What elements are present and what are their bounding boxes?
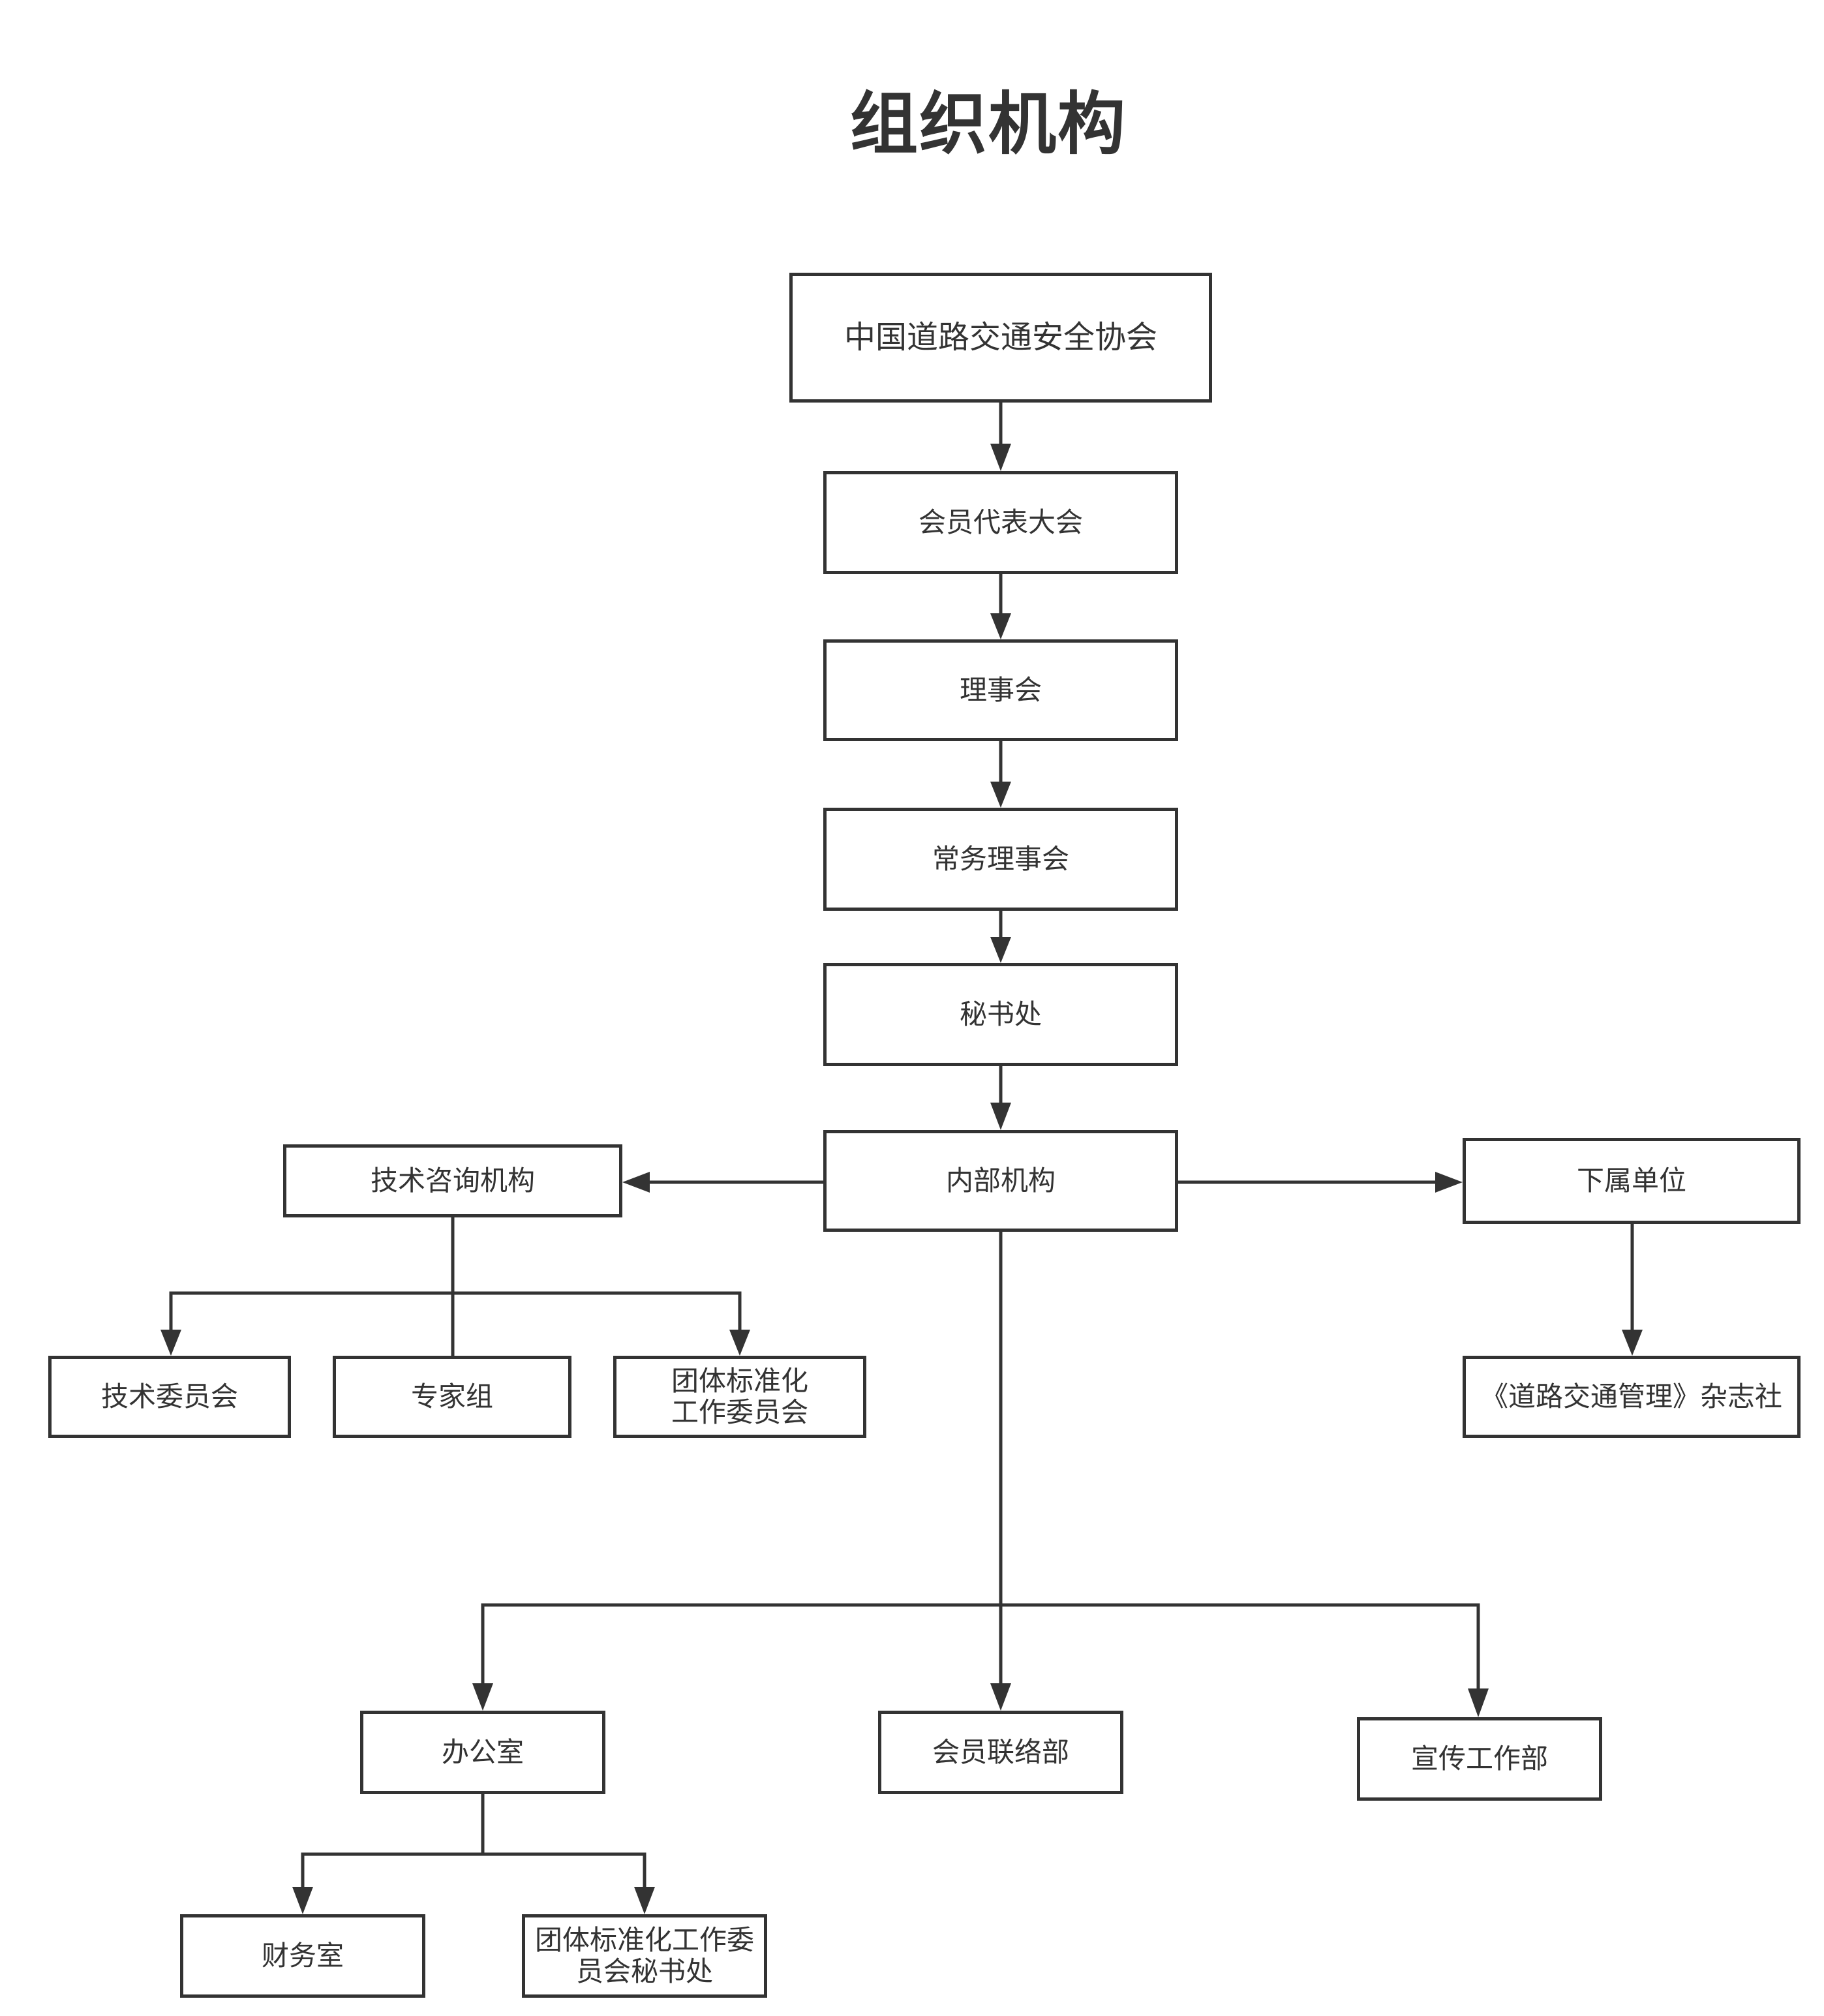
edge-techconsult-branches: [169, 1291, 742, 1330]
arrowhead-magazine: [1622, 1330, 1643, 1356]
node-tech-committee: 技术委员会: [48, 1356, 291, 1438]
node-subsidiary-label: 下属单位: [1576, 1164, 1686, 1197]
node-expert-group: 专家组: [333, 1356, 571, 1438]
node-association: 中国道路交通安全协会: [789, 273, 1212, 403]
node-std-secretariat: 团体标准化工作委 员会秘书处: [522, 1914, 767, 1998]
arrowheads: [160, 444, 1643, 1914]
edge-office-branches: [301, 1852, 646, 1887]
node-standing-council-label: 常务理事会: [932, 842, 1069, 875]
node-congress-label: 会员代表大会: [918, 506, 1083, 538]
node-std-committee-line1: 团体标准化: [671, 1364, 808, 1397]
arrowhead-stdcommittee: [729, 1330, 750, 1356]
node-member-liaison: 会员联络部: [878, 1711, 1123, 1794]
node-std-committee-line2: 工作委员会: [671, 1396, 808, 1428]
arrowhead-finance: [292, 1887, 313, 1914]
node-association-label: 中国道路交通安全协会: [844, 318, 1157, 356]
node-subsidiary: 下属单位: [1463, 1138, 1801, 1224]
arrowhead-subsidiary: [1435, 1172, 1463, 1193]
node-publicity: 宣传工作部: [1357, 1717, 1602, 1801]
node-secretariat: 秘书处: [823, 963, 1178, 1066]
node-std-secretariat-line2: 员会秘书处: [575, 1955, 713, 1987]
arrowhead-internal: [990, 1103, 1011, 1130]
node-congress: 会员代表大会: [823, 471, 1178, 574]
node-member-liaison-label: 会员联络部: [932, 1735, 1069, 1768]
node-standing-council: 常务理事会: [823, 808, 1178, 911]
node-internal: 内部机构: [823, 1130, 1178, 1232]
arrowhead-techcommittee: [160, 1330, 181, 1356]
node-finance-label: 财务室: [261, 1939, 344, 1972]
node-tech-consult-label: 技术咨询机构: [370, 1164, 535, 1197]
node-office: 办公室: [360, 1711, 605, 1794]
arrowhead-council: [990, 613, 1011, 639]
node-council-label: 理事会: [959, 673, 1042, 706]
arrowhead-office: [472, 1683, 493, 1711]
node-std-committee: 团体标准化 工作委员会: [613, 1356, 866, 1438]
arrowhead-secretariat: [990, 937, 1011, 963]
arrowhead-standing: [990, 782, 1011, 808]
node-expert-group-label: 专家组: [410, 1380, 493, 1413]
node-council: 理事会: [823, 639, 1178, 741]
arrowhead-techconsult: [622, 1172, 650, 1193]
node-std-secretariat-line1: 团体标准化工作委: [534, 1923, 754, 1956]
arrowhead-publicity: [1468, 1688, 1489, 1717]
node-secretariat-label: 秘书处: [959, 998, 1042, 1030]
node-magazine-label: 《道路交通管理》杂志社: [1480, 1380, 1782, 1413]
arrowhead-stdsecretariat: [634, 1887, 655, 1914]
node-internal-label: 内部机构: [945, 1164, 1056, 1197]
node-magazine: 《道路交通管理》杂志社: [1463, 1356, 1801, 1438]
node-tech-consult: 技术咨询机构: [283, 1144, 622, 1217]
arrowhead-congress: [990, 444, 1011, 471]
node-publicity-label: 宣传工作部: [1410, 1742, 1548, 1775]
page-title: 组织机构: [849, 84, 1127, 164]
node-office-label: 办公室: [441, 1735, 524, 1768]
node-finance: 财务室: [180, 1914, 425, 1998]
node-tech-committee-label: 技术委员会: [100, 1380, 238, 1413]
arrowhead-memberliaison: [990, 1683, 1011, 1711]
edge-internal-branches: [481, 1603, 1480, 1688]
